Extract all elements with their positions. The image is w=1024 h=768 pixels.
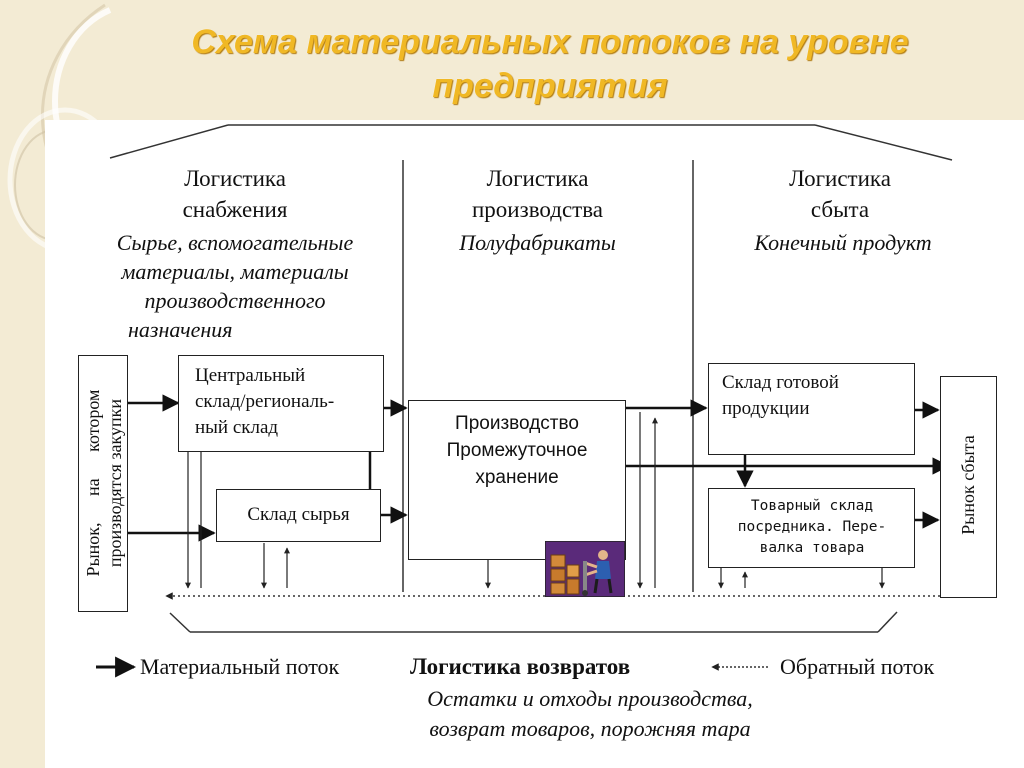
finished-warehouse-label: Склад готовой продукции [722, 370, 912, 422]
sales-items: Конечный продукт [718, 228, 968, 257]
supply-item: назначения [128, 317, 233, 342]
production-line: Производство [455, 413, 579, 434]
legend-returns-title: Логистика возвратов [410, 654, 631, 679]
central-warehouse-label: Центральный склад/региональ- ный склад [195, 363, 380, 441]
returns-items: Остатки и отходы производства, возврат т… [360, 684, 820, 744]
production-item: Полуфабрикаты [459, 230, 616, 255]
supply-item: производственного [144, 288, 326, 313]
supply-item: Сырье, вспомогательные [116, 230, 354, 255]
central-warehouse-line: Центральный [195, 365, 306, 386]
returns-item: Остатки и отходы производства, [427, 686, 753, 711]
intermediary-warehouse-line: посредника. Пере- [737, 519, 887, 535]
purchase-market-line-1: Рынок, на котором [83, 389, 103, 577]
central-warehouse-line: склад/региональ- [195, 391, 335, 412]
finished-warehouse-box [708, 363, 915, 455]
supply-header-line-2: снабжения [182, 197, 288, 222]
roof-lines [109, 124, 953, 161]
supply-header: Логистика снабжения [120, 163, 350, 225]
intermediary-warehouse-box [708, 488, 915, 568]
intermediary-warehouse-line: валка товара [759, 540, 865, 556]
production-header-line-2: производства [472, 197, 603, 222]
title-line-1: Схема материальных потоков на уровне [191, 23, 909, 61]
sales-header-line-2: сбыта [810, 197, 870, 222]
purchase-market-box [78, 355, 128, 612]
intermediary-warehouse-line: Товарный склад [750, 498, 874, 514]
production-label: Производство Промежуточное хранение [412, 410, 622, 491]
production-line: хранение [475, 467, 559, 488]
warehouse-worker-icon [545, 541, 625, 597]
material-flow-arrows [128, 394, 950, 542]
production-box [408, 400, 626, 560]
sales-item: Конечный продукт [754, 230, 932, 255]
production-header-line-1: Логистика [486, 166, 589, 191]
central-warehouse-box [178, 355, 384, 452]
central-warehouse-line: ный склад [195, 417, 279, 438]
returns-item: возврат товаров, порожняя тара [429, 716, 751, 741]
raw-warehouse-box [216, 489, 381, 542]
legend-material-flow: Материальный поток [140, 654, 340, 679]
supply-item: материалы, материалы [121, 259, 349, 284]
sales-market-box [940, 376, 997, 598]
sales-market-label: Рынок сбыта [958, 435, 978, 535]
intermediary-warehouse-label: Товарный склад посредника. Пере- валка т… [712, 496, 912, 559]
finished-warehouse-line: продукции [722, 398, 810, 419]
sales-header: Логистика сбыта [725, 163, 955, 225]
returns-frame [169, 611, 898, 633]
title-line-2: предприятия [432, 67, 668, 105]
production-header: Логистика производства [420, 163, 655, 225]
supply-items: Сырье, вспомогательные материалы, матери… [82, 228, 388, 344]
production-line: Промежуточное [446, 440, 588, 461]
purchase-market-line-2: производятся закупки [105, 398, 125, 568]
supply-header-line-1: Логистика [184, 166, 286, 191]
finished-warehouse-line: Склад готовой [722, 372, 839, 393]
sales-header-line-1: Логистика [789, 166, 891, 191]
page-title: Схема материальных потоков на уровне пре… [110, 20, 990, 108]
production-items: Полуфабрикаты [420, 228, 655, 257]
legend-reverse-flow: Обратный поток [780, 654, 935, 679]
purchase-market-label: Рынок, на котором производятся закупки [82, 358, 126, 608]
raw-warehouse-label: Склад сырья [247, 504, 350, 525]
